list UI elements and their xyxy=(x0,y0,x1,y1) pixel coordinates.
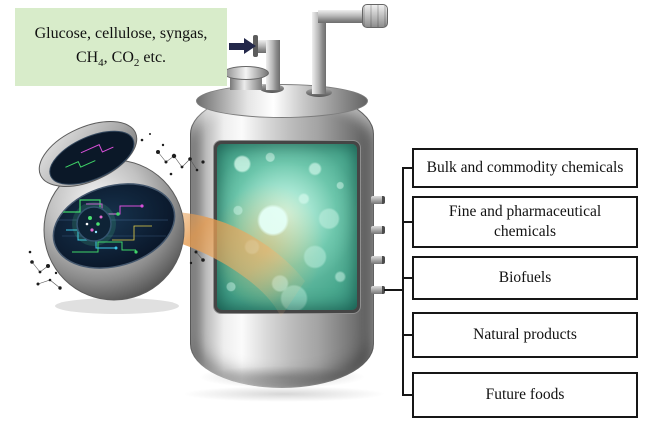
output-box-fine-pharma: Fine and pharmaceutical chemicals xyxy=(412,196,638,248)
feed-arrow-head xyxy=(244,38,256,54)
feed-input-box: Glucose, cellulose, syngas, CH4, CO2 etc… xyxy=(15,8,227,86)
output-box-bulk-chemicals: Bulk and commodity chemicals xyxy=(412,148,638,188)
manhole-cap xyxy=(223,66,269,80)
tank-bottom-seam xyxy=(200,366,364,388)
tank-floor-shadow xyxy=(182,386,386,402)
output-label: Future foods xyxy=(485,385,565,403)
feed-arrow-icon xyxy=(229,38,257,55)
connector-line xyxy=(402,221,412,223)
vent-pipe-cap xyxy=(362,4,388,28)
tank-nozzle xyxy=(371,226,385,234)
feed-line-1: Glucose, cellulose, syngas, xyxy=(34,25,208,43)
vent-pipe-vertical xyxy=(312,12,326,94)
connector-line xyxy=(402,334,412,336)
feed-line-2: CH4, CO2 etc. xyxy=(75,49,167,70)
engineered-cell-illustration xyxy=(28,121,205,314)
cell-circuitry xyxy=(58,199,168,254)
connector-line xyxy=(402,277,412,279)
cell-lid xyxy=(38,121,138,187)
output-label: Bulk and commodity chemicals xyxy=(426,158,624,176)
connector-line xyxy=(402,167,412,169)
output-box-natural-products: Natural products xyxy=(412,312,638,358)
vent-pipe-horizontal xyxy=(318,10,368,23)
cell-shadow xyxy=(55,298,179,314)
connector-line-tank xyxy=(384,289,402,291)
output-label: Natural products xyxy=(473,325,577,343)
output-box-future-foods: Future foods xyxy=(412,372,638,418)
feed-arrow-shaft xyxy=(229,43,244,50)
output-label: Fine and pharmaceutical chemicals xyxy=(448,202,602,240)
tank-nozzle xyxy=(371,286,385,294)
output-label: Biofuels xyxy=(498,268,552,286)
tank-nozzle xyxy=(371,196,385,204)
tank-nozzle xyxy=(371,256,385,264)
cell-interior xyxy=(52,183,176,269)
connector-spine xyxy=(402,167,404,396)
output-box-biofuels: Biofuels xyxy=(412,256,638,300)
molecule-dots xyxy=(28,133,205,290)
inlet-pipe-vertical xyxy=(266,40,280,90)
connector-line xyxy=(402,394,412,396)
